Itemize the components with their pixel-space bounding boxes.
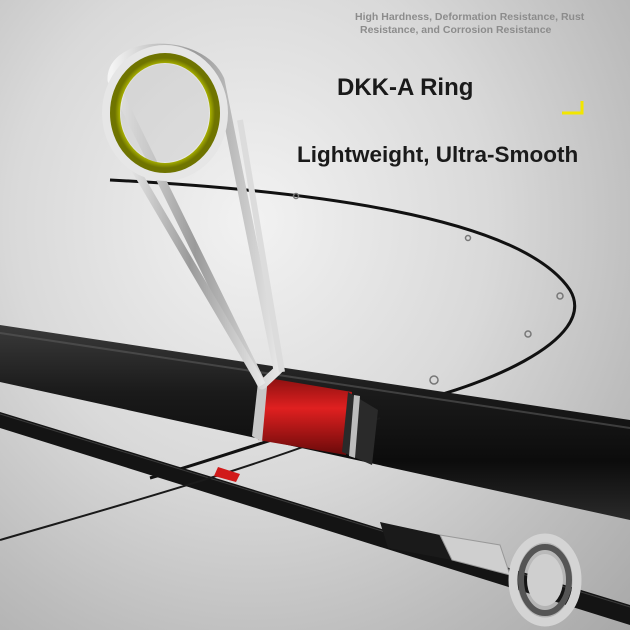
rod-blank-second [0, 412, 630, 625]
guide-ring-insert [110, 53, 220, 173]
large-guide [102, 43, 285, 390]
guide-ring-frame [102, 45, 228, 181]
feature-description: High Hardness, Deformation Resistance, R… [355, 11, 627, 37]
ring-title: DKK-A Ring [337, 74, 474, 101]
feature-description-line1: High Hardness, Deformation Resistance, R… [355, 11, 585, 23]
tagline: Lightweight, Ultra-Smooth [297, 142, 579, 167]
feature-description-line2: Resistance, and Corrosion Resistance [360, 24, 552, 36]
micro-guides [292, 192, 564, 385]
accent-mark-icon [562, 101, 584, 115]
small-guide [380, 522, 582, 627]
thread-wrap [258, 377, 352, 455]
